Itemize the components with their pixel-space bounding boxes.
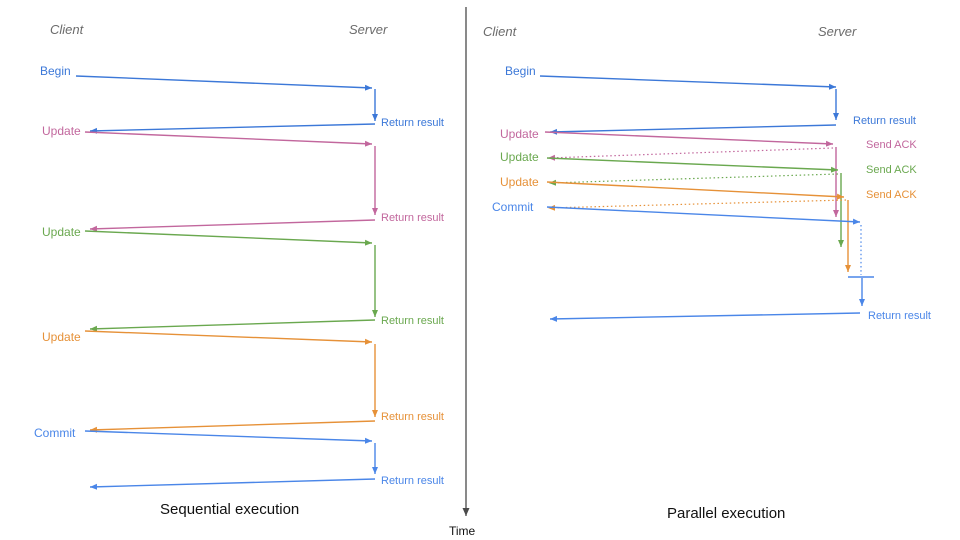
seq-update3-label: Update: [42, 330, 81, 344]
par-begin-return-arrow: [549, 124, 837, 135]
time-axis-label: Time: [449, 524, 476, 538]
par-begin-request-arrow: [539, 75, 837, 90]
seq-update1-request-arrow: [84, 131, 373, 147]
seq-commit-return-arrow: [89, 478, 376, 490]
par-server-header: Server: [818, 24, 857, 39]
seq-update1-return-arrow: [89, 219, 376, 232]
seq-panel-title: Sequential execution: [160, 501, 300, 518]
par-commit-return-arrow: [549, 312, 861, 322]
seq-update3-return-label: Return result: [381, 411, 444, 423]
seq-server-header: Server: [349, 22, 388, 37]
par-update3-ack-arrow: [547, 199, 847, 211]
par-begin-label: Begin: [505, 64, 536, 78]
seq-begin-return-arrow: [89, 123, 376, 134]
par-update2-ack-arrow: [548, 173, 839, 186]
par-client-header: Client: [483, 24, 517, 39]
seq-commit-return-label: Return result: [381, 475, 444, 487]
seq-begin-request-arrow: [75, 75, 373, 91]
seq-commit-label: Commit: [34, 426, 76, 440]
seq-update2-return-arrow: [89, 319, 376, 332]
seq-update2-request-arrow: [84, 230, 373, 246]
par-update1-label: Update: [500, 127, 539, 141]
seq-update2-return-label: Return result: [381, 315, 444, 327]
seq-update1-label: Update: [42, 124, 81, 138]
par-begin-return-label: Return result: [853, 115, 916, 127]
par-commit-request-arrow: [546, 206, 861, 225]
seq-commit-request-arrow: [84, 430, 373, 444]
par-update2-ack-label: Send ACK: [866, 164, 917, 176]
seq-begin-return-label: Return result: [381, 117, 444, 129]
par-update1-ack-arrow: [547, 147, 834, 161]
seq-update2-label: Update: [42, 225, 81, 239]
seq-update3-request-arrow: [84, 330, 373, 345]
seq-begin-label: Begin: [40, 64, 71, 78]
par-update1-request-arrow: [544, 131, 834, 147]
par-commit-return-label: Return result: [868, 310, 931, 322]
seq-update1-return-label: Return result: [381, 212, 444, 224]
par-update3-request-arrow: [546, 181, 845, 200]
par-update3-label: Update: [500, 175, 539, 189]
par-update2-request-arrow: [546, 157, 839, 173]
seq-update3-return-arrow: [89, 420, 376, 433]
par-update2-label: Update: [500, 150, 539, 164]
par-commit-label: Commit: [492, 200, 534, 214]
par-panel-title: Parallel execution: [667, 505, 786, 522]
par-update1-ack-label: Send ACK: [866, 139, 917, 151]
seq-client-header: Client: [50, 22, 84, 37]
par-update3-ack-label: Send ACK: [866, 189, 917, 201]
